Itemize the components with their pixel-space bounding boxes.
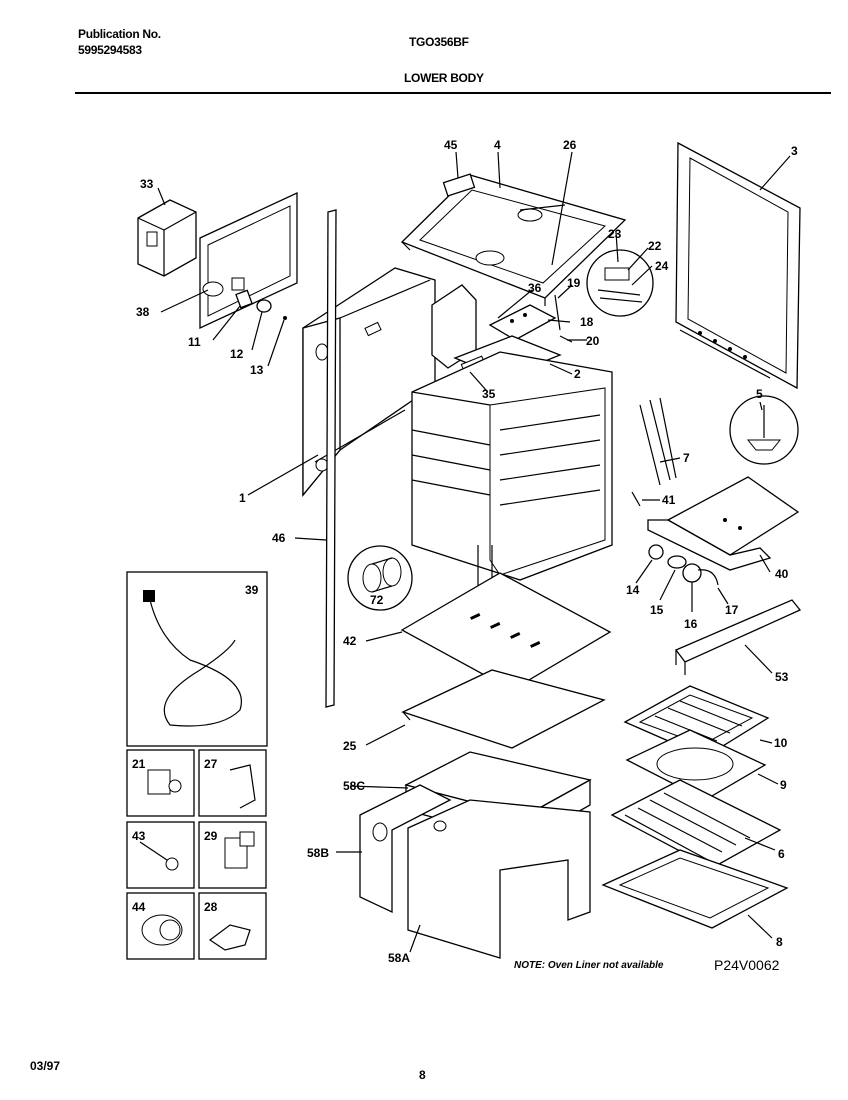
leader-lines (157, 151, 791, 953)
callout-46: 46 (272, 531, 286, 545)
part-valve-18 (488, 294, 573, 343)
parts-11-12-13 (235, 289, 287, 320)
callout-23: 23 (608, 227, 622, 241)
part-liner-8 (601, 849, 789, 929)
part-spreader-25 (401, 669, 606, 749)
callout-5: 5 (756, 387, 763, 401)
publication-label: Publication No. (78, 27, 161, 41)
callout-9: 9 (780, 778, 787, 792)
header-rule (75, 92, 831, 94)
callout-15: 15 (650, 603, 664, 617)
part-pan-9 (625, 729, 767, 801)
callout-26: 26 (563, 138, 577, 152)
section-title: LOWER BODY (404, 71, 484, 85)
part-box-33 (137, 199, 197, 277)
callout-1: 1 (239, 491, 246, 505)
inset-box-44 (126, 892, 195, 960)
part-element-7 (631, 397, 677, 507)
part-bottom-42 (400, 572, 612, 691)
inset-box-39 (126, 571, 268, 747)
footer-page-number: 8 (419, 1068, 426, 1082)
inset-box-27 (198, 749, 267, 817)
publication-number: 5995294583 (78, 43, 142, 57)
part-cover-58A (407, 799, 591, 959)
part-burner-box-4 (400, 173, 627, 306)
callout-19: 19 (567, 276, 581, 290)
callout-4: 4 (494, 138, 501, 152)
part-rack-6 (610, 779, 782, 869)
oven-liner-note: NOTE: Oven Liner not available (514, 960, 664, 971)
callout-29: 29 (204, 829, 218, 843)
callout-8: 8 (776, 935, 783, 949)
callout-44: 44 (132, 900, 146, 914)
detail-inset-22-24 (586, 249, 654, 317)
callout-58A: 58A (388, 951, 410, 965)
callout-58B: 58B (307, 846, 329, 860)
footer-date: 03/97 (30, 1059, 61, 1073)
callout-25: 25 (343, 739, 357, 753)
parts-14-17 (648, 544, 719, 586)
part-panel-38 (199, 191, 298, 330)
callout-18: 18 (580, 315, 594, 329)
callout-42: 42 (343, 634, 357, 648)
callout-17: 17 (725, 603, 739, 617)
callout-labels: 45 4 26 3 33 23 22 24 19 36 18 20 38 11 … (132, 138, 798, 965)
callout-12: 12 (230, 347, 244, 361)
part-grid-10 (623, 685, 770, 758)
callout-3: 3 (791, 144, 798, 158)
callout-22: 22 (648, 239, 662, 253)
part-oven-cavity (411, 351, 613, 605)
callout-27: 27 (204, 757, 218, 771)
callout-72: 72 (370, 593, 384, 607)
callout-16: 16 (684, 617, 698, 631)
callout-2: 2 (574, 367, 581, 381)
callout-53: 53 (775, 670, 789, 684)
callout-21: 21 (132, 757, 146, 771)
callout-45: 45 (444, 138, 458, 152)
part-trim-46 (325, 209, 337, 708)
callout-13: 13 (250, 363, 264, 377)
model-number: TGO356BF (409, 35, 469, 49)
inset-box-29 (198, 821, 267, 889)
callout-14: 14 (626, 583, 640, 597)
drawing-code: P24V0062 (714, 957, 780, 973)
callout-10: 10 (774, 736, 788, 750)
callout-39: 39 (245, 583, 259, 597)
callout-43: 43 (132, 829, 146, 843)
part-panel-40 (647, 476, 800, 571)
inset-box-43 (126, 821, 195, 889)
callout-40: 40 (775, 567, 789, 581)
part-cover-58B (359, 784, 452, 914)
callout-6: 6 (778, 847, 785, 861)
detail-inset-5 (729, 395, 799, 465)
detail-inset-72 (347, 545, 413, 611)
callout-35: 35 (482, 387, 496, 401)
inset-box-28 (198, 892, 267, 960)
callout-36: 36 (528, 281, 542, 295)
part-door-3 (675, 141, 801, 390)
callout-24: 24 (655, 259, 669, 273)
callout-20: 20 (586, 334, 600, 348)
callout-33: 33 (140, 177, 154, 191)
callout-38: 38 (136, 305, 150, 319)
callout-11: 11 (188, 335, 201, 349)
callout-41: 41 (662, 493, 676, 507)
part-rail-53 (674, 599, 802, 675)
callout-58C: 58C (343, 779, 365, 793)
inset-box-21 (126, 749, 195, 817)
callout-28: 28 (204, 900, 218, 914)
callout-7: 7 (683, 451, 690, 465)
